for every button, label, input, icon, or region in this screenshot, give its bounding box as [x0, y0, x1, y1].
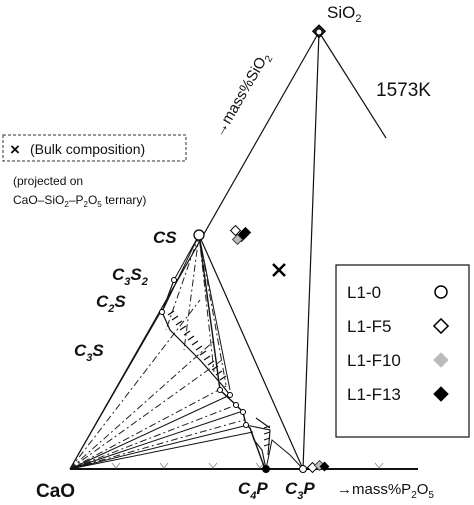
hatched-region — [167, 310, 227, 381]
bulk-composition-box — [2, 134, 187, 162]
cs-tie-lines — [165, 234, 227, 386]
legend-black-diamond-icon — [433, 386, 449, 402]
legend-grey-diamond-icon — [433, 352, 449, 368]
cs-phase-label: CS — [153, 228, 177, 247]
boundary-points — [159, 277, 249, 428]
cao-tie-lines — [69, 299, 245, 470]
sio2-c3p-line — [302, 31, 320, 470]
cao-solid-lines — [69, 312, 254, 470]
c4p-phase-label: C4P — [238, 479, 268, 502]
base-tick-marks — [111, 462, 384, 469]
legend-open-circle-icon — [434, 285, 448, 299]
bulk-box-symbol: × — [10, 140, 20, 159]
c4p-hatch — [263, 425, 271, 447]
cs-cluster-markers — [229, 224, 252, 246]
sio2-tail-line — [318, 31, 387, 139]
sio2-vertex-markers — [311, 24, 327, 39]
c4p-point-markers — [261, 464, 271, 474]
sio2-axis-label: →mass%SiO2 — [211, 49, 276, 141]
c4p-c3p-curve — [265, 439, 304, 470]
c2s-boundary — [161, 279, 231, 396]
temperature-label: 1573K — [376, 80, 431, 101]
sio2-vertex-label: SiO2 — [327, 3, 361, 25]
cao-vertex-label: CaO — [36, 481, 75, 502]
c3p-point-markers — [299, 459, 330, 474]
liquid-boundary — [198, 234, 266, 470]
bulk-box-label: (Bulk composition) — [30, 141, 145, 157]
legend-label-l1-0: L1-0 — [347, 283, 381, 302]
legend-label-l1-f5: L1-F5 — [347, 317, 391, 336]
legend-open-diamond-icon — [432, 317, 450, 335]
c4p-region — [245, 417, 271, 470]
cs-c3p-line — [198, 234, 304, 470]
legend-label-l1-f13: L1-F13 — [347, 385, 401, 404]
p2o5-axis-label: →mass%P2O5 — [337, 481, 434, 501]
bulk-composition-mark — [272, 263, 286, 277]
c3s2-phase-label: C3S2 — [112, 265, 148, 288]
c3s-phase-label: C3S — [74, 341, 104, 364]
projected-note-line2: CaO–SiO2–P2O5 ternary) — [13, 193, 146, 209]
cs-solid-lines — [161, 234, 231, 391]
projected-note-line1: (projected on — [13, 174, 83, 188]
legend-label-l1-f10: L1-F10 — [347, 351, 401, 370]
c2s-phase-label: C2S — [96, 292, 126, 315]
c3p-phase-label: C3P — [285, 479, 315, 502]
cs-point — [193, 229, 205, 241]
